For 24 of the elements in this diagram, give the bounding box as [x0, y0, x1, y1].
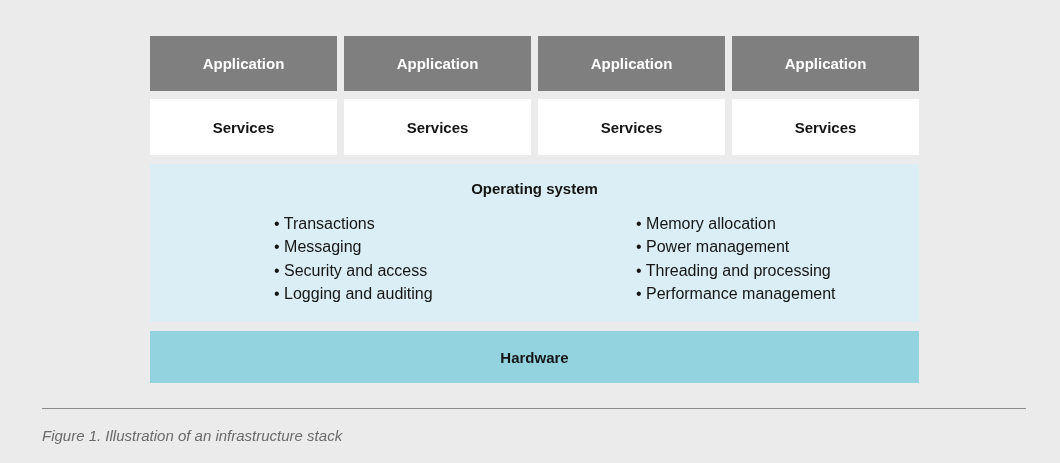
layer-title: Services	[406, 118, 469, 136]
figure-caption: Figure 1. Illustration of an infrastructure stack	[42, 427, 343, 444]
layer-title: Application	[396, 55, 479, 72]
bullet-item: • Performance management	[636, 283, 836, 304]
layer-title: Services	[600, 118, 663, 136]
bullet-item: • Messaging	[274, 237, 363, 258]
layer-title: Application	[784, 55, 867, 72]
bullet-item: • Memory allocation	[636, 214, 777, 234]
bullet-item: • Logging and auditing	[274, 283, 433, 304]
application-tile	[538, 36, 725, 91]
layer-title: Application	[202, 55, 285, 72]
layer-title: Application	[590, 55, 673, 72]
layer-title: Services	[794, 118, 857, 136]
bullet-item: • Security and access	[274, 260, 429, 281]
application-tile	[150, 36, 337, 91]
bullet-item: • Transactions	[274, 214, 376, 234]
application-tile	[732, 36, 919, 91]
bullet-item: • Power management	[636, 237, 791, 258]
layer-title: Hardware	[500, 348, 569, 366]
bullet-item: • Threading and processing	[636, 260, 832, 281]
layer-title: Services	[212, 118, 275, 136]
layer-title: Operating system	[470, 180, 599, 197]
hardware-layer	[150, 331, 919, 383]
application-tile	[344, 36, 531, 91]
